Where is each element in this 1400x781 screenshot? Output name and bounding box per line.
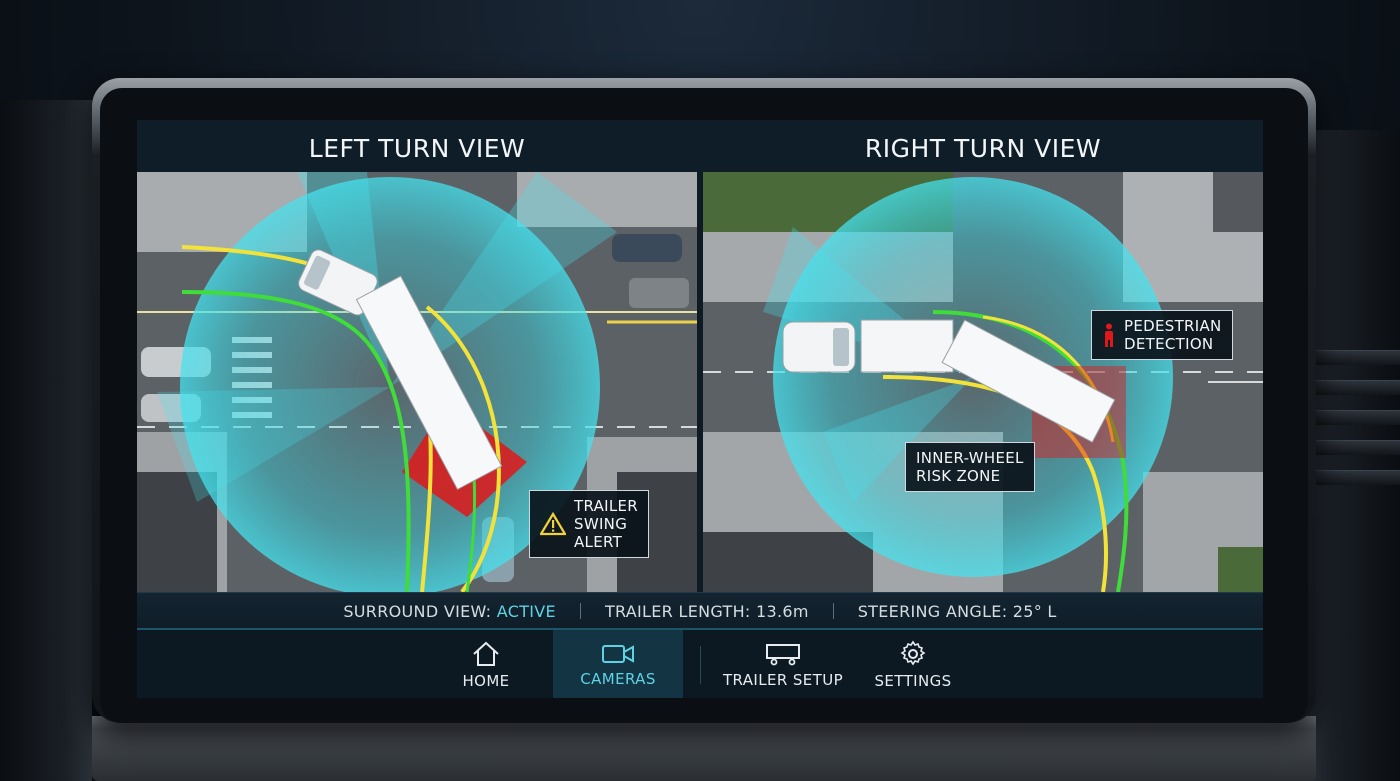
status-bar: SURROUND VIEW: ACTIVE TRAILER LENGTH: 13… (137, 592, 1263, 629)
nav-cameras[interactable]: CAMERAS (553, 630, 683, 698)
vent-slat (1304, 440, 1400, 455)
warning-icon (540, 512, 566, 536)
dashboard-right (1304, 130, 1400, 781)
trailer-length-value: 13.6m (756, 601, 809, 621)
trailer (355, 275, 503, 491)
inner-wheel-risk-text: INNER-WHEEL RISK ZONE (916, 449, 1024, 485)
nav-settings[interactable]: SETTINGS (867, 630, 959, 698)
surround-view-label: SURROUND VIEW: (343, 601, 492, 621)
nav-cameras-label: CAMERAS (580, 670, 656, 688)
vent-slat (1304, 350, 1400, 365)
parked-car (612, 234, 682, 262)
gear-icon (900, 640, 926, 666)
vent-slat (1304, 380, 1400, 395)
home-icon (473, 641, 499, 666)
camera-screen: LEFT TURN VIEW RIGHT TURN VIEW (137, 120, 1263, 698)
trailer-swing-alert: TRAILER SWING ALERT (529, 490, 650, 558)
parked-car (629, 278, 689, 308)
nav-home[interactable]: HOME (437, 630, 535, 698)
vent-slat (1304, 470, 1400, 485)
pedestrian-detection-text: PEDESTRIAN DETECTION (1124, 317, 1222, 353)
trailer-front (860, 319, 954, 373)
pedestrian-detection-callout: PEDESTRIAN DETECTION (1091, 310, 1233, 360)
right-turn-view[interactable]: PEDESTRIAN DETECTION INNER-WHEEL RISK ZO… (703, 172, 1263, 592)
nav-trailer-setup-label: TRAILER SETUP (722, 671, 844, 689)
right-view-map (703, 172, 1263, 592)
right-view-title: RIGHT TURN VIEW (864, 134, 1102, 163)
view-divider (697, 172, 703, 592)
steering-angle-value: 25° L (1012, 601, 1057, 621)
pedestrian-icon (1105, 323, 1113, 347)
left-view-title: LEFT TURN VIEW (308, 134, 526, 163)
steering-angle-label: STEERING ANGLE: (857, 601, 1008, 621)
nav-home-label: HOME (462, 672, 510, 690)
left-view-map (137, 172, 697, 592)
bottom-nav: HOME CAMERAS TRAILER SETUP SETTINGS (137, 628, 1263, 698)
nav-settings-label: SETTINGS (874, 672, 952, 690)
truck-cab (782, 321, 856, 373)
dashboard-left (0, 100, 92, 781)
nav-trailer-setup[interactable]: TRAILER SETUP (721, 630, 845, 698)
nav-separator (700, 646, 701, 684)
trailer-icon (766, 644, 800, 666)
camera-icon (602, 645, 634, 663)
surround-view-value: ACTIVE (496, 601, 556, 621)
inner-wheel-risk-callout: INNER-WHEEL RISK ZONE (905, 442, 1035, 492)
vent-slat (1304, 410, 1400, 425)
trailer (941, 319, 1116, 443)
display-chin (92, 716, 1316, 781)
left-turn-view[interactable]: TRAILER SWING ALERT (137, 172, 697, 592)
trailer-length-label: TRAILER LENGTH: (604, 601, 751, 621)
trailer-swing-alert-text: TRAILER SWING ALERT (574, 497, 639, 551)
